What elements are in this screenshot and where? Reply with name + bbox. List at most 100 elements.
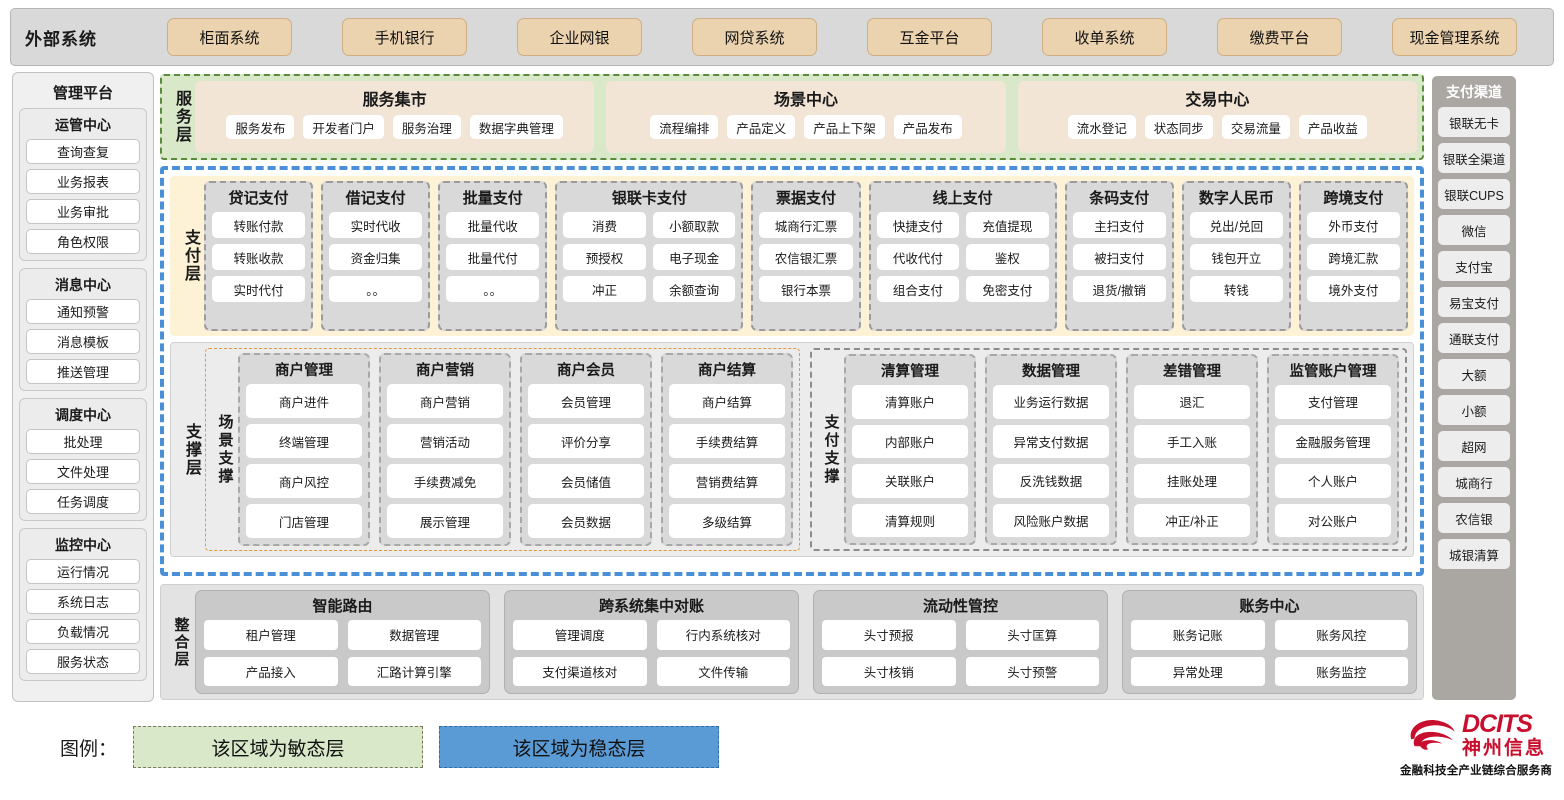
payment-item[interactable]: 组合支付: [876, 276, 960, 302]
service-item[interactable]: 交易流量: [1221, 115, 1290, 139]
integration-item[interactable]: 头寸核销: [822, 656, 956, 686]
external-system-chip[interactable]: 企业网银: [517, 18, 642, 56]
payment-channel-item[interactable]: 微信: [1438, 215, 1510, 245]
payment-item[interactable]: 跨境汇款: [1306, 244, 1400, 270]
integration-item[interactable]: 支付渠道核对: [513, 656, 647, 686]
payment-channel-item[interactable]: 银联无卡: [1438, 107, 1510, 137]
scene-support-item[interactable]: 商户风控: [246, 464, 362, 498]
external-system-chip[interactable]: 手机银行: [342, 18, 467, 56]
scene-support-item[interactable]: 评价分享: [528, 424, 644, 458]
payment-item[interactable]: 消费: [563, 212, 646, 238]
payment-item[interactable]: 。。: [446, 276, 540, 302]
payment-item[interactable]: 冲正: [563, 276, 646, 302]
service-item[interactable]: 流程编排: [650, 115, 719, 139]
external-system-chip[interactable]: 柜面系统: [167, 18, 292, 56]
scene-support-item[interactable]: 门店管理: [246, 504, 362, 538]
management-item[interactable]: 任务调度: [26, 489, 140, 514]
integration-item[interactable]: 异常处理: [1131, 656, 1265, 686]
payment-support-item[interactable]: 异常支付数据: [993, 424, 1109, 458]
service-item[interactable]: 产品发布: [893, 115, 962, 139]
payment-channel-item[interactable]: 小额: [1438, 395, 1510, 425]
integration-item[interactable]: 头寸预警: [965, 656, 1099, 686]
payment-item[interactable]: 转账付款: [212, 212, 306, 238]
payment-support-item[interactable]: 反洗钱数据: [993, 464, 1109, 498]
payment-support-item[interactable]: 清算账户: [852, 385, 968, 419]
payment-item[interactable]: 免密支付: [966, 276, 1049, 302]
payment-item[interactable]: 批量代付: [446, 244, 540, 270]
management-item[interactable]: 系统日志: [26, 589, 140, 614]
payment-item[interactable]: 余额查询: [652, 276, 736, 302]
payment-item[interactable]: 外币支付: [1306, 212, 1400, 238]
management-item[interactable]: 批处理: [26, 429, 140, 454]
payment-item[interactable]: 农信银汇票: [759, 244, 853, 270]
scene-support-item[interactable]: 终端管理: [246, 424, 362, 458]
integration-item[interactable]: 租户管理: [204, 620, 338, 650]
management-item[interactable]: 运行情况: [26, 559, 140, 584]
integration-item[interactable]: 管理调度: [513, 620, 647, 650]
payment-item[interactable]: 城商行汇票: [759, 212, 853, 238]
service-item[interactable]: 产品上下架: [804, 115, 885, 139]
management-item[interactable]: 业务报表: [26, 169, 140, 194]
payment-item[interactable]: 充值提现: [966, 212, 1049, 238]
integration-item[interactable]: 账务风控: [1274, 620, 1408, 650]
payment-item[interactable]: 被扫支付: [1072, 244, 1166, 270]
management-item[interactable]: 业务审批: [26, 199, 140, 224]
scene-support-item[interactable]: 手续费减免: [387, 464, 503, 498]
payment-item[interactable]: 兑出/兑回: [1189, 212, 1283, 238]
payment-channel-item[interactable]: 超网: [1438, 431, 1510, 461]
external-system-chip[interactable]: 现金管理系统: [1392, 18, 1517, 56]
service-item[interactable]: 产品收益: [1298, 115, 1367, 139]
management-item[interactable]: 角色权限: [26, 229, 140, 254]
payment-channel-item[interactable]: 大额: [1438, 359, 1510, 389]
payment-item[interactable]: 钱包开立: [1189, 244, 1283, 270]
scene-support-item[interactable]: 多级结算: [669, 504, 785, 538]
scene-support-item[interactable]: 商户结算: [669, 384, 785, 418]
service-item[interactable]: 数据字典管理: [469, 115, 563, 139]
external-system-chip[interactable]: 收单系统: [1042, 18, 1167, 56]
scene-support-item[interactable]: 会员储值: [528, 464, 644, 498]
integration-item[interactable]: 产品接入: [204, 656, 338, 686]
payment-item[interactable]: 主扫支付: [1072, 212, 1166, 238]
payment-channel-item[interactable]: 易宝支付: [1438, 287, 1510, 317]
scene-support-item[interactable]: 商户营销: [387, 384, 503, 418]
payment-support-item[interactable]: 支付管理: [1275, 385, 1391, 419]
payment-support-item[interactable]: 挂账处理: [1134, 464, 1250, 498]
payment-channel-item[interactable]: 城银清算: [1438, 539, 1510, 569]
service-item[interactable]: 开发者门户: [303, 115, 384, 139]
scene-support-item[interactable]: 手续费结算: [669, 424, 785, 458]
payment-item[interactable]: 转钱: [1189, 276, 1283, 302]
management-item[interactable]: 消息模板: [26, 329, 140, 354]
payment-support-item[interactable]: 风险账户数据: [993, 503, 1109, 537]
integration-item[interactable]: 账务监控: [1274, 656, 1408, 686]
payment-support-item[interactable]: 业务运行数据: [993, 385, 1109, 419]
payment-support-item[interactable]: 对公账户: [1275, 503, 1391, 537]
payment-item[interactable]: 小额取款: [652, 212, 736, 238]
payment-item[interactable]: 实时代付: [212, 276, 306, 302]
payment-item[interactable]: 银行本票: [759, 276, 853, 302]
scene-support-item[interactable]: 展示管理: [387, 504, 503, 538]
integration-item[interactable]: 数据管理: [347, 620, 481, 650]
payment-item[interactable]: 转账收款: [212, 244, 306, 270]
management-item[interactable]: 文件处理: [26, 459, 140, 484]
service-item[interactable]: 流水登记: [1067, 115, 1136, 139]
management-item[interactable]: 服务状态: [26, 649, 140, 674]
scene-support-item[interactable]: 商户进件: [246, 384, 362, 418]
scene-support-item[interactable]: 营销费结算: [669, 464, 785, 498]
payment-support-item[interactable]: 金融服务管理: [1275, 424, 1391, 458]
payment-support-item[interactable]: 个人账户: [1275, 464, 1391, 498]
payment-channel-item[interactable]: 银联全渠道: [1438, 143, 1510, 173]
integration-item[interactable]: 头寸匡算: [965, 620, 1099, 650]
payment-item[interactable]: 资金归集: [329, 244, 423, 270]
scene-support-item[interactable]: 会员数据: [528, 504, 644, 538]
payment-support-item[interactable]: 手工入账: [1134, 424, 1250, 458]
external-system-chip[interactable]: 网贷系统: [692, 18, 817, 56]
management-item[interactable]: 推送管理: [26, 359, 140, 384]
payment-channel-item[interactable]: 银联CUPS: [1438, 179, 1510, 209]
management-item[interactable]: 查询查复: [26, 139, 140, 164]
payment-support-item[interactable]: 内部账户: [852, 424, 968, 458]
service-item[interactable]: 服务发布: [226, 115, 295, 139]
payment-support-item[interactable]: 清算规则: [852, 503, 968, 537]
service-item[interactable]: 产品定义: [727, 115, 796, 139]
payment-channel-item[interactable]: 通联支付: [1438, 323, 1510, 353]
payment-channel-item[interactable]: 农信银: [1438, 503, 1510, 533]
